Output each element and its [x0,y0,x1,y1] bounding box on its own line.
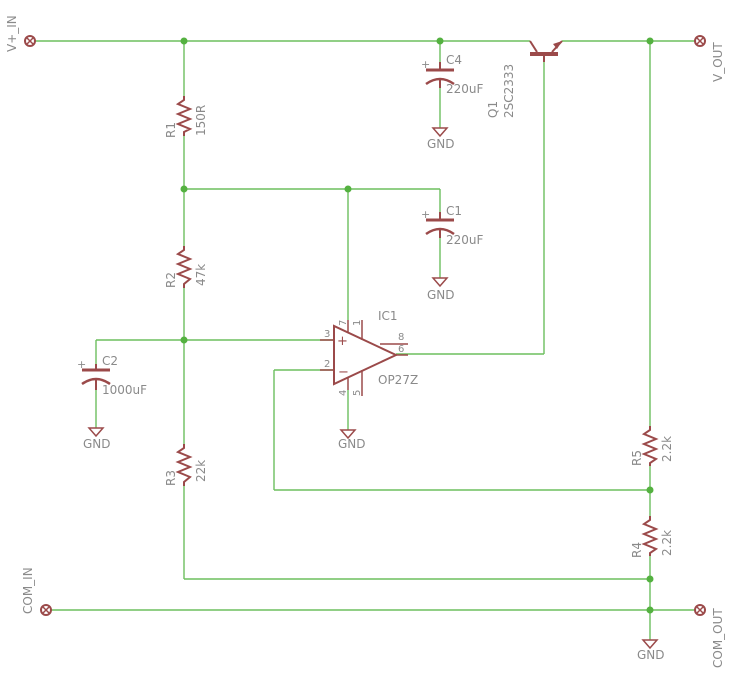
ic1-pin-6: 6 [398,344,404,355]
resistor-r2[interactable]: R2 47k [164,246,208,288]
gnd-symbol-out: GND [637,639,665,662]
port-v-in-label: V+_IN [5,15,19,52]
junction-dot [646,37,654,45]
port-v-in[interactable]: V+_IN [5,15,36,52]
port-com-out[interactable]: COM_OUT [694,604,725,668]
ic1-pin-1: 1 [352,320,363,326]
r3-value: 22k [194,460,208,482]
opamp-ic1[interactable]: + − 3 2 7 1 8 6 4 5 IC1 OP27Z [320,309,418,396]
ic1-pin-2: 2 [324,359,330,370]
gnd-label: GND [427,288,455,302]
junction-dot [646,486,654,494]
ic1-pin-4: 4 [338,390,349,396]
c1-name: C1 [446,204,462,218]
svg-text:+: + [421,208,430,221]
gnd-symbol-c2: GND [83,427,111,451]
gnd-symbol-ic1: GND [338,429,366,451]
r4-name: R4 [630,542,644,558]
ic1-value: OP27Z [378,373,418,387]
svg-text:+: + [77,358,86,371]
gnd-label: GND [637,648,665,662]
junction-dot [646,606,654,614]
r5-value: 2.2k [660,436,674,462]
r2-value: 47k [194,264,208,286]
r5-name: R5 [630,450,644,466]
c2-name: C2 [102,354,118,368]
transistor-q1[interactable]: Q1 2SC2333 [486,40,563,118]
capacitor-c2[interactable]: + C2 1000uF [77,354,147,397]
ic1-pin-3: 3 [324,329,330,340]
gnd-symbol-c4: GND [427,127,455,151]
resistor-r1[interactable]: R1 150R [164,96,208,138]
svg-text:+: + [421,58,430,71]
r1-name: R1 [164,122,178,138]
wires [30,40,700,640]
junction-dot [344,185,352,193]
ic1-name: IC1 [378,309,398,323]
junctions [180,37,654,614]
r1-value: 150R [194,105,208,136]
port-com-out-label: COM_OUT [711,608,725,668]
q1-value: 2SC2333 [502,64,516,118]
ic1-pin-5: 5 [352,390,363,396]
junction-dot [180,185,188,193]
gnd-label: GND [83,437,111,451]
r2-name: R2 [164,272,178,288]
resistor-r5[interactable]: R5 2.2k [630,426,674,466]
resistor-r3[interactable]: R3 22k [164,444,208,486]
c4-name: C4 [446,53,462,67]
junction-dot [436,37,444,45]
junction-dot [180,37,188,45]
c1-value: 220uF [446,233,484,247]
c4-value: 220uF [446,82,484,96]
port-v-out-label: V_OUT [711,42,725,82]
ic1-pin-8: 8 [398,332,404,343]
port-com-in[interactable]: COM_IN [21,567,52,616]
svg-text:+: + [337,334,348,349]
junction-dot [646,575,654,583]
port-com-in-label: COM_IN [21,567,35,614]
gnd-label: GND [338,437,366,451]
q1-name: Q1 [486,101,500,118]
junction-dot [180,336,188,344]
capacitor-c4[interactable]: + C4 220uF [421,53,484,96]
c2-value: 1000uF [102,383,147,397]
port-v-out[interactable]: V_OUT [694,35,725,82]
r3-name: R3 [164,470,178,486]
ic1-pin-7: 7 [338,320,349,326]
r4-value: 2.2k [660,530,674,556]
gnd-symbol-c1: GND [427,277,455,302]
gnd-label: GND [427,137,455,151]
svg-text:−: − [338,365,349,380]
resistor-r4[interactable]: R4 2.2k [630,516,674,558]
capacitor-c1[interactable]: + C1 220uF [421,204,484,247]
